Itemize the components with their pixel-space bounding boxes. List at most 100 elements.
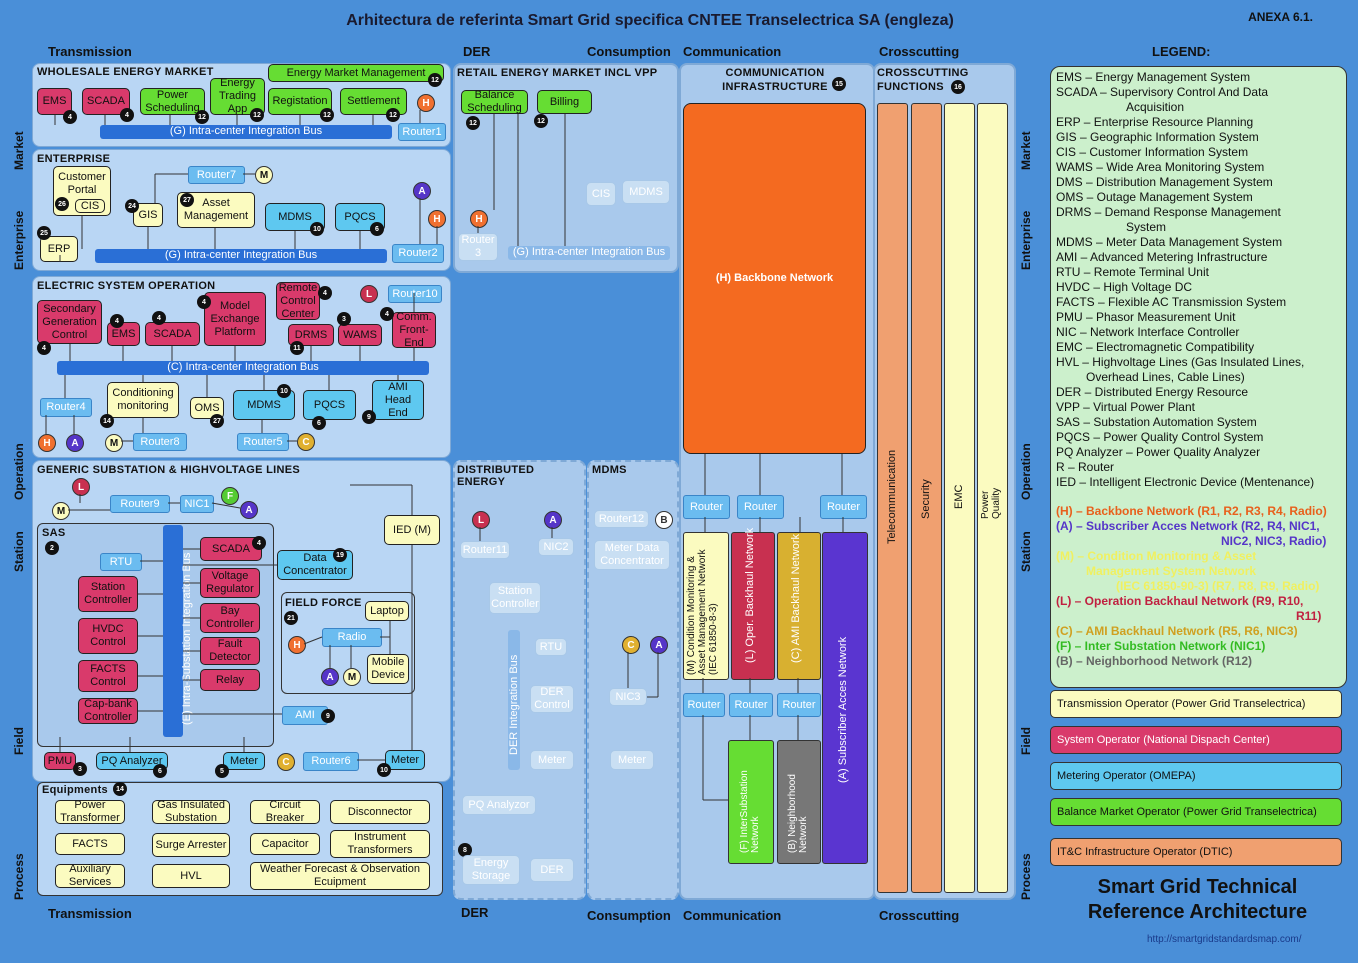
pq-analyzer[interactable]: PQ Analyzer [96, 752, 168, 770]
footer-url[interactable]: http://smartgridstandardsmap.com/ [1147, 934, 1302, 945]
asset-management[interactable]: Asset Management [177, 192, 255, 228]
enterprise-cis[interactable]: CIS [75, 199, 105, 213]
sas-scada[interactable]: SCADA [200, 537, 262, 561]
energy-trading-app[interactable]: Energy Trading App [210, 77, 265, 115]
laptop[interactable]: Laptop [365, 601, 409, 621]
ami-head-end[interactable]: AMI Head End [372, 380, 424, 420]
equip-capacitor[interactable]: Capacitor [250, 833, 320, 855]
retail-title: RETAIL ENERGY MARKET INCL VPP [457, 67, 658, 79]
energy-market-management[interactable]: Energy Market Management [268, 64, 444, 82]
operation-drms[interactable]: DRMS [288, 324, 334, 346]
balance-scheduling[interactable]: Balance Scheduling [461, 89, 528, 114]
operation-wams[interactable]: WAMS [338, 324, 382, 346]
router11[interactable]: Router11 [460, 541, 510, 559]
model-exchange-platform[interactable]: Model Exchange Platform [204, 292, 266, 346]
ami[interactable]: AMI [282, 706, 328, 725]
de-der[interactable]: DER [530, 858, 574, 882]
equip-weather[interactable]: Weather Forecast & Observation Ecuipment [250, 862, 430, 890]
wholesale-ems[interactable]: EMS [37, 88, 72, 115]
comm-router-1[interactable]: Router [683, 495, 730, 519]
remote-control-center[interactable]: Remote Control Center [276, 282, 320, 320]
retail-mdms[interactable]: MDMS [622, 180, 670, 204]
num-badge: 14 [100, 414, 114, 428]
router2[interactable]: Router2 [392, 244, 444, 263]
operation-pqcs[interactable]: PQCS [303, 390, 356, 420]
equip-power-transformer[interactable]: Power Transformer [55, 799, 125, 824]
comm-router-3[interactable]: Router [820, 495, 867, 519]
equip-auxiliary-services[interactable]: Auxiliary Services [55, 863, 125, 888]
bay-controller[interactable]: Bay Controller [200, 603, 260, 633]
equip-disconnector[interactable]: Disconnector [330, 800, 430, 824]
equip-instrument-transformers[interactable]: Instrument Transformers [330, 830, 430, 858]
legend-line: CIS – Customer Information System [1056, 145, 1249, 159]
num-badge: 4 [152, 311, 166, 325]
router8[interactable]: Router8 [133, 433, 187, 451]
comm-router-4[interactable]: Router [683, 693, 725, 717]
ami-backhaul-network[interactable]: (C) AMI Backhaul Network [777, 532, 821, 680]
voltage-regulator[interactable]: Voltage Regulator [200, 568, 260, 598]
subscriber-access-network[interactable]: (A) Subscriber Acces Network [822, 532, 868, 864]
de-station-controller[interactable]: Station Controller [489, 582, 541, 614]
oper-backhaul-network[interactable]: (L) Oper. Backhaul Network [731, 528, 775, 680]
mobile-device[interactable]: Mobile Device [367, 654, 409, 684]
comm-router-5[interactable]: Router [729, 693, 773, 717]
hvdc-control[interactable]: HVDC Control [78, 618, 138, 654]
operation-oms[interactable]: OMS [190, 397, 224, 419]
meter[interactable]: Meter [223, 752, 265, 770]
router10[interactable]: Router10 [388, 285, 442, 303]
facts-control[interactable]: FACTS Control [78, 660, 138, 692]
conditioning-monitoring[interactable]: Conditioning monitoring [107, 382, 179, 418]
power-scheduling[interactable]: Power Scheduling [140, 88, 205, 115]
router1[interactable]: Router1 [398, 123, 446, 141]
der-control[interactable]: DER Control [530, 685, 574, 713]
pmu[interactable]: PMU [44, 752, 76, 770]
condition-monitoring-network[interactable]: (M) Condition Monitoring & Asset Managem… [683, 532, 729, 680]
meter-data-concentrator[interactable]: Meter Data Concentrator [594, 540, 670, 570]
nic3[interactable]: NIC3 [609, 688, 647, 706]
enterprise-gis[interactable]: GIS [133, 203, 163, 227]
comm-front-end[interactable]: Comm. Front-End [392, 311, 436, 349]
operation-scada[interactable]: SCADA [145, 322, 200, 346]
enterprise-erp[interactable]: ERP [40, 236, 78, 262]
station-controller[interactable]: Station Controller [78, 576, 138, 612]
nic2[interactable]: NIC2 [538, 538, 574, 556]
neighborhood-network[interactable]: (B) Neighborhood Network [777, 740, 821, 864]
capbank-controller[interactable]: Cap-bank Controller [78, 698, 138, 724]
equip-circuit-breaker[interactable]: Circuit Breaker [250, 799, 320, 824]
router12[interactable]: Router12 [594, 510, 649, 528]
equip-gis-substation[interactable]: Gas Insulated Substation [152, 799, 230, 824]
operation-mdms[interactable]: MDMS [233, 390, 295, 420]
c-circle-icon: C [297, 433, 315, 451]
router7[interactable]: Router7 [188, 166, 245, 184]
comm-router-2[interactable]: Router [737, 495, 784, 519]
col-crosscutting-bottom: Crosscutting [879, 908, 960, 923]
router3[interactable]: Router 3 [458, 233, 498, 261]
data-concentrator[interactable]: Data Concentrator [277, 550, 353, 580]
meter-2[interactable]: Meter [385, 750, 425, 770]
equip-facts[interactable]: FACTS [55, 833, 125, 855]
router4[interactable]: Router4 [40, 398, 92, 417]
ied-m[interactable]: IED (M) [384, 515, 440, 545]
relay[interactable]: Relay [200, 669, 260, 691]
router6[interactable]: Router6 [303, 752, 359, 771]
de-rtu[interactable]: RTU [535, 638, 567, 656]
nic1[interactable]: NIC1 [180, 495, 214, 513]
backbone-network[interactable]: (H) Backbone Network [683, 103, 866, 454]
mdms-meter[interactable]: Meter [610, 750, 654, 770]
equip-hvl[interactable]: HVL [152, 864, 230, 888]
router9[interactable]: Router9 [110, 495, 170, 513]
intersubstation-network[interactable]: (F) InterSubstation Network [728, 740, 774, 864]
sas-rtu[interactable]: RTU [100, 553, 142, 571]
de-pq-analyzer[interactable]: PQ Analyzor [462, 795, 536, 815]
retail-cis[interactable]: CIS [586, 182, 616, 206]
legend-line: Overhead Lines, Cable Lines) [1086, 370, 1245, 384]
secondary-generation-control[interactable]: Secondary Generation Control [37, 300, 102, 344]
fault-detector[interactable]: Fault Detector [200, 637, 260, 665]
de-meter[interactable]: Meter [530, 750, 574, 770]
comm-router-6[interactable]: Router [777, 693, 821, 717]
radio[interactable]: Radio [322, 628, 382, 647]
billing[interactable]: Billing [537, 90, 592, 114]
equip-surge-arrester[interactable]: Surge Arrester [152, 833, 230, 857]
router5[interactable]: Router5 [237, 433, 289, 451]
energy-storage[interactable]: Energy Storage [462, 855, 520, 885]
